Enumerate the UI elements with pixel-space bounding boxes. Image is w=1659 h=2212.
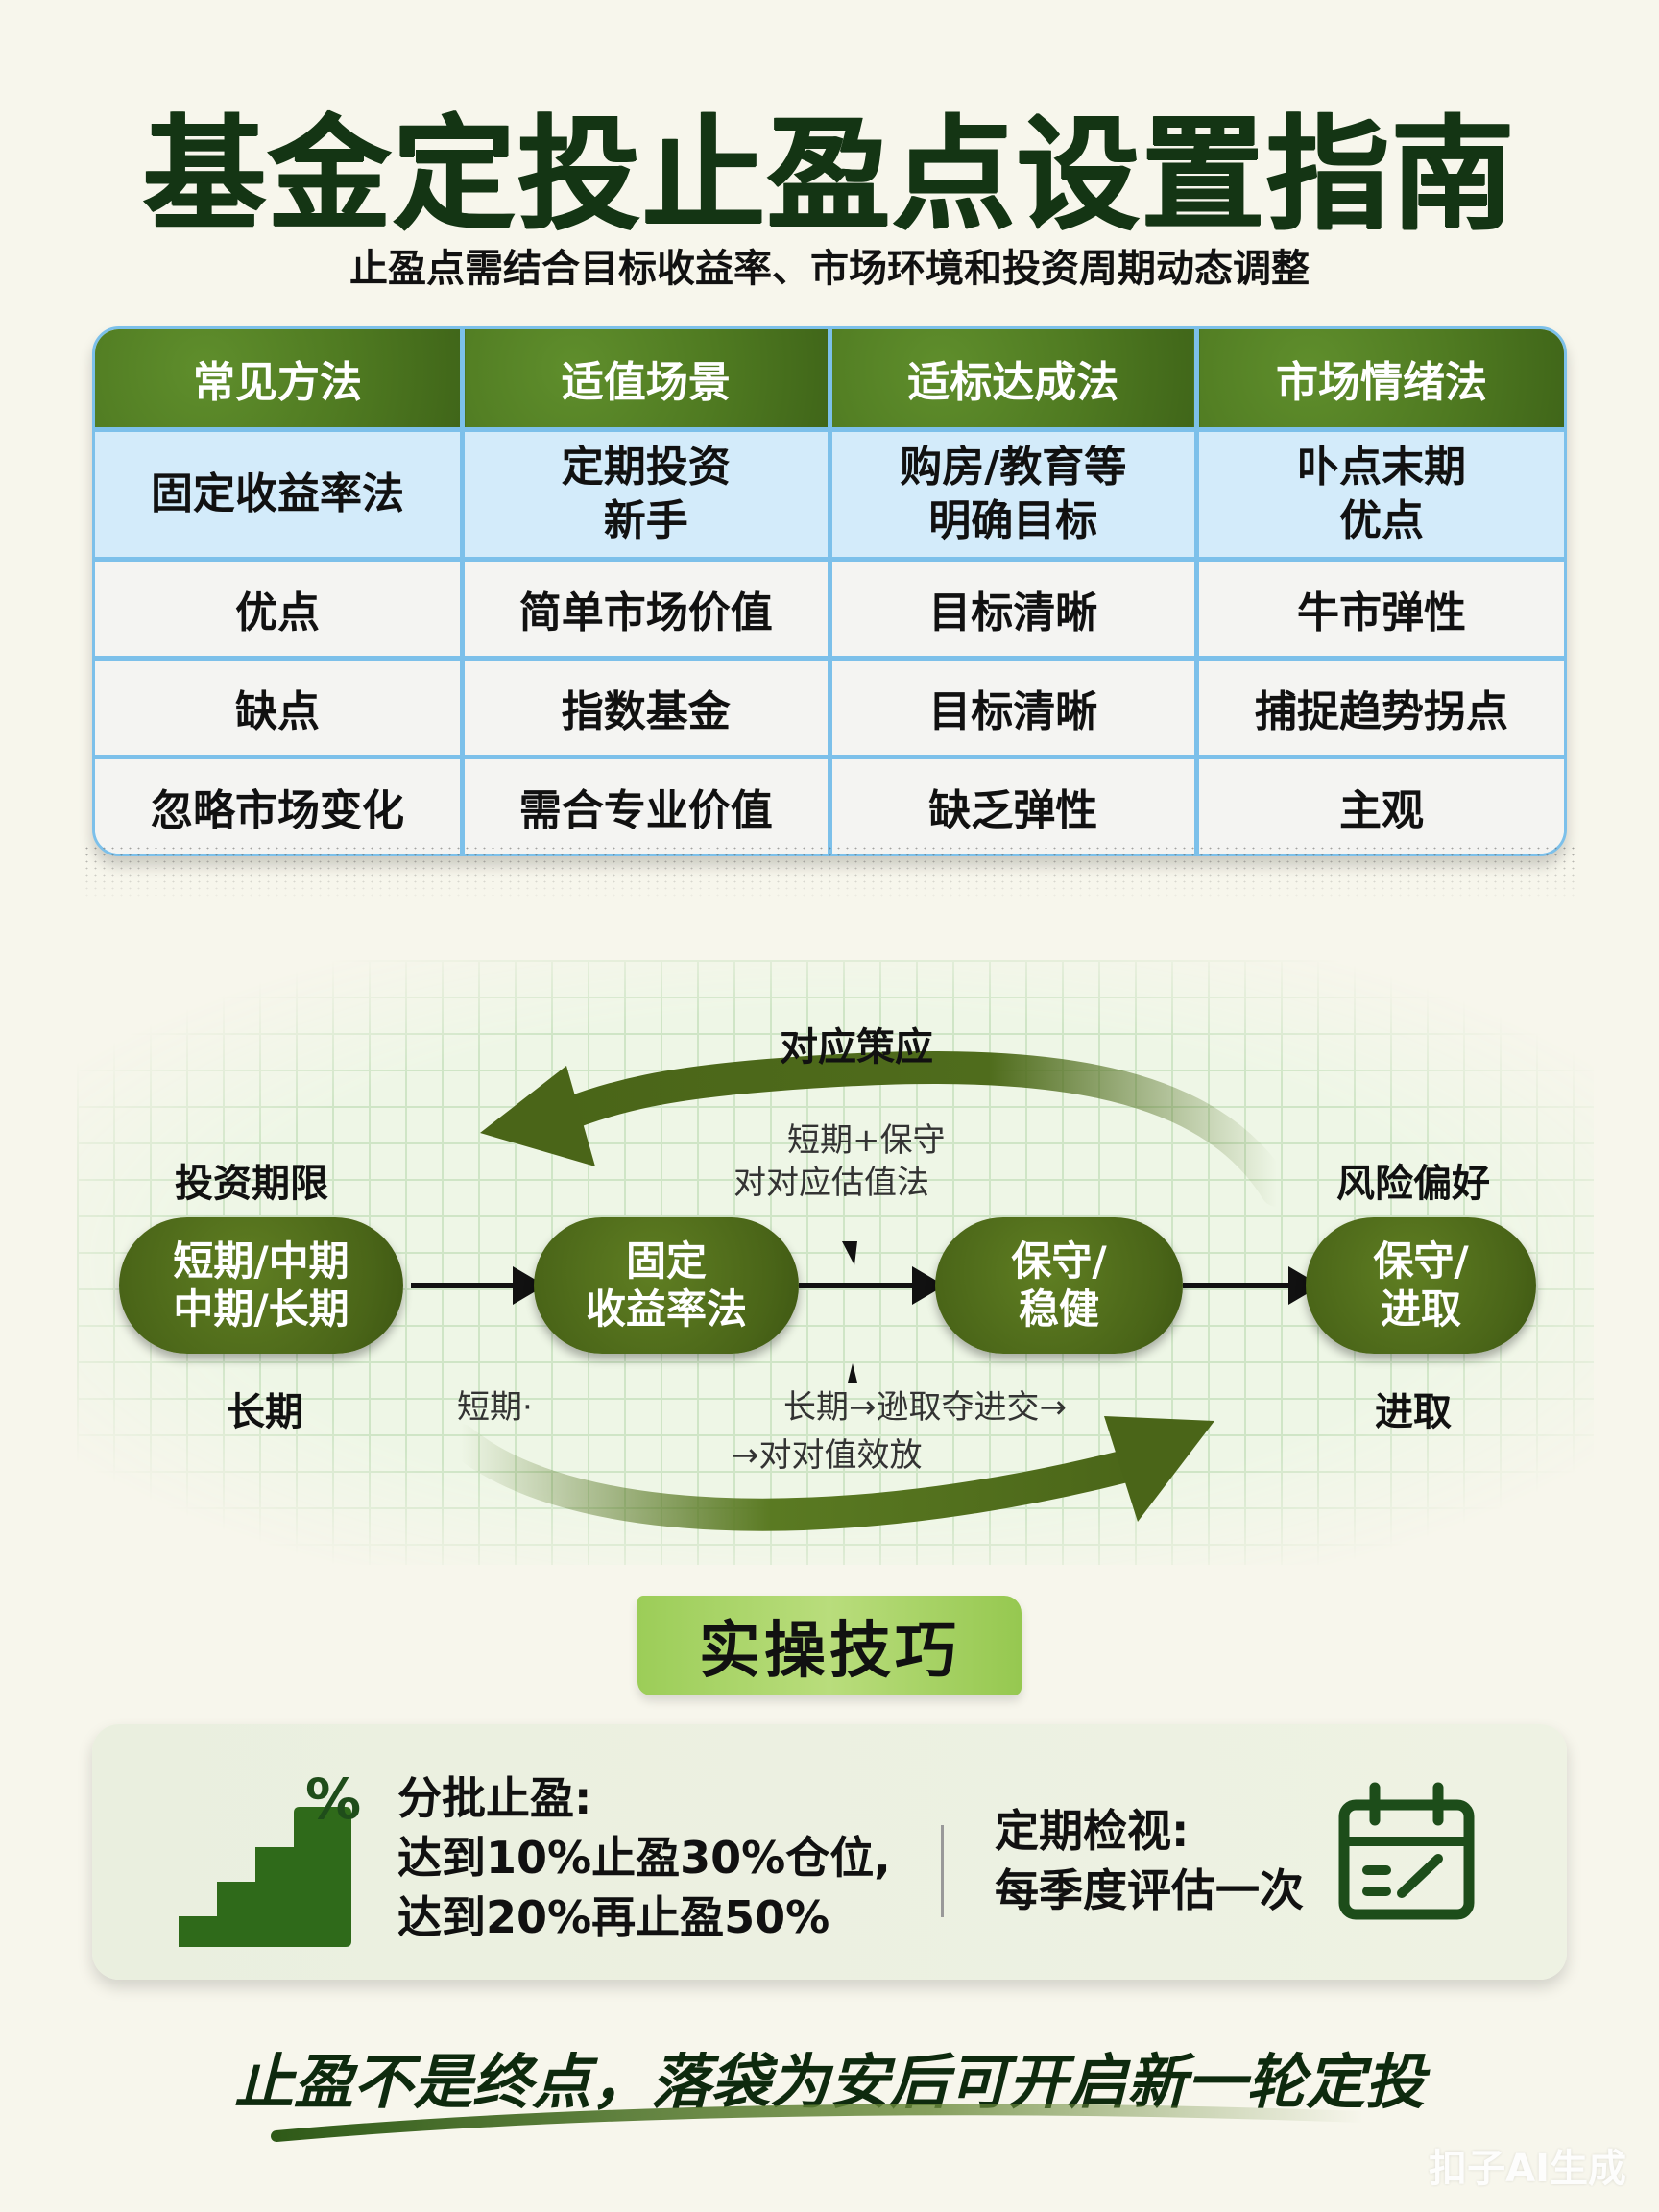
risk-preference-label: 风险偏好 [1336, 1162, 1490, 1206]
pointer-up-icon [848, 1363, 857, 1382]
below-aggressive: 进取 [1375, 1390, 1452, 1434]
table-cell: 优点 [95, 557, 465, 661]
table-cell: 目标清晰 [827, 656, 1199, 759]
table-row: 忽略市场变化 需合专业价值 缺乏弹性 主观 [95, 755, 1564, 854]
stairs-icon [179, 1807, 351, 1947]
bottom-arrowhead-icon [1104, 1416, 1214, 1522]
page-subtitle: 止盈点需结合目标收益率、市场环境和投资周期动态调整 [349, 247, 1310, 291]
node-conservative-steady: 保守/ 稳健 [935, 1217, 1183, 1354]
below-note-line1: 长期→逊取夺进交→ [783, 1388, 1067, 1427]
middle-note-line2: 对对应估值法 [733, 1164, 929, 1202]
middle-note-line1: 短期+保守 [787, 1121, 946, 1160]
node-horizon: 短期/中期 中期/长期 [119, 1217, 403, 1354]
table-cell: 忽略市场变化 [95, 755, 465, 854]
strategy-label: 对应策应 [780, 1025, 933, 1070]
pointer-down-icon [842, 1241, 857, 1265]
page-title: 基金定投止盈点设置指南 [142, 104, 1516, 247]
top-arrowhead-icon [480, 1066, 595, 1166]
column-header: 常见方法 [95, 329, 465, 432]
calendar-check-icon [1338, 1782, 1475, 1920]
table-cell: 卟点末期 优点 [1194, 427, 1564, 562]
table-cell: 需合专业价值 [460, 755, 832, 854]
table-cell: 指数基金 [460, 656, 832, 759]
table-cell: 固定收益率法 [95, 427, 465, 562]
periodic-review-tip: 定期检视: 每季度评估一次 [995, 1805, 1304, 1916]
node-conservative-aggressive: 保守/ 进取 [1306, 1217, 1536, 1354]
top-curved-arrow-icon [541, 1051, 1293, 1207]
table-row: 优点 简单市场价值 目标清晰 牛市弹性 [95, 557, 1564, 661]
table-cell: 简单市场价值 [460, 557, 832, 661]
table-row: 固定收益率法 定期投资 新手 购房/教育等 明确目标 卟点末期 优点 [95, 427, 1564, 562]
tips-divider [941, 1825, 944, 1917]
investment-horizon-label: 投资期限 [175, 1162, 328, 1206]
below-long-term: 长期 [227, 1390, 303, 1434]
table-shadow-texture [83, 845, 1580, 902]
below-note-line2: →对对值效放 [732, 1436, 923, 1475]
table-cell: 缺点 [95, 656, 465, 759]
table-cell: 牛市弹性 [1194, 557, 1564, 661]
table-row: 缺点 指数基金 目标清晰 捕捉趋势拐点 [95, 656, 1564, 759]
table-cell: 主观 [1194, 755, 1564, 854]
table-cell: 购房/教育等 明确目标 [827, 427, 1199, 562]
table-cell: 定期投资 新手 [460, 427, 832, 562]
tips-card: % 分批止盈: 达到10%止盈30%仓位, 达到20%再止盈50% 定期检视: … [92, 1724, 1567, 1980]
table-cell: 缺乏弹性 [827, 755, 1199, 854]
tips-section-heading: 实操技巧 [637, 1596, 1022, 1695]
flow-arrow-icon [799, 1266, 945, 1305]
watermark: 扣子AI生成 [1429, 2147, 1626, 2191]
below-short-term: 短期· [457, 1388, 533, 1427]
table-cell: 目标清晰 [827, 557, 1199, 661]
table-cell: 捕捉趋势拐点 [1194, 656, 1564, 759]
column-header: 适值场景 [460, 329, 832, 432]
percent-icon: % [305, 1767, 362, 1832]
brush-underline [271, 2104, 1369, 2142]
flow-arrow-icon [411, 1266, 545, 1305]
column-header: 适标达成法 [827, 329, 1199, 432]
flow-arrow-icon [1183, 1266, 1321, 1305]
batch-take-profit-tip: 分批止盈: 达到10%止盈30%仓位, 达到20%再止盈50% [397, 1772, 891, 1943]
bottom-curved-arrow-icon [445, 1424, 1168, 1531]
table-header-row: 常见方法 适值场景 适标达成法 市场情绪法 [95, 329, 1564, 432]
column-header: 市场情绪法 [1194, 329, 1564, 432]
node-fixed-return: 固定 收益率法 [534, 1217, 799, 1354]
methods-table: 常见方法 适值场景 适标达成法 市场情绪法 固定收益率法 定期投资 新手 购房/… [92, 326, 1567, 856]
